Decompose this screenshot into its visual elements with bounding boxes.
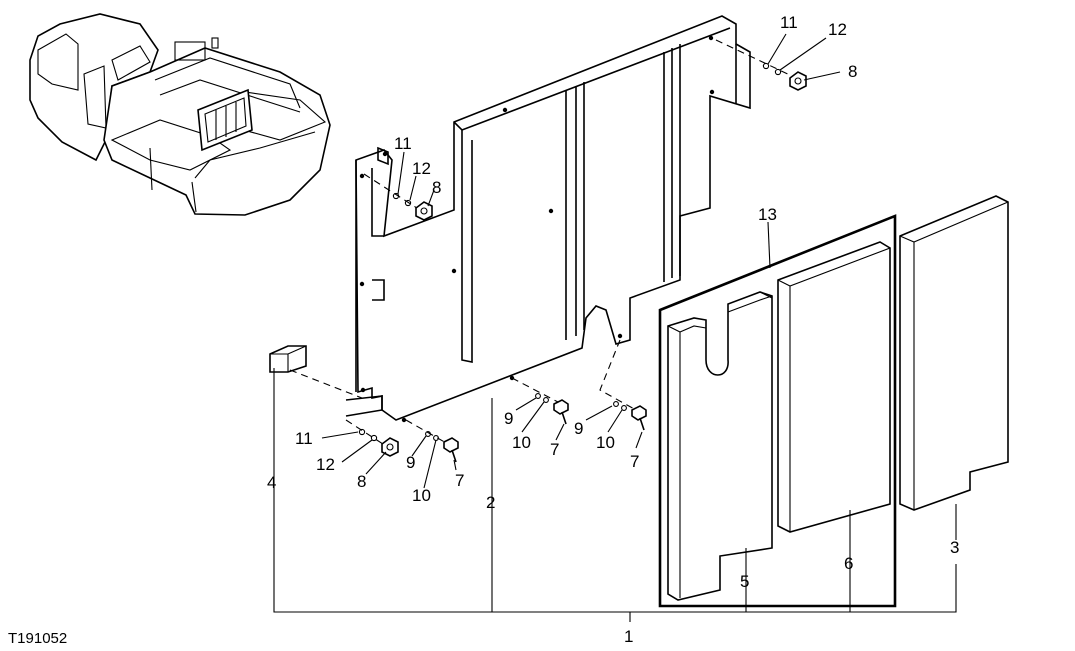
callout-1: 1: [624, 627, 633, 646]
callout-2: 2: [486, 493, 495, 512]
callout-12-lower-left: 12: [316, 455, 335, 474]
insulation-pad-part-5: [667, 291, 773, 601]
callout-10-a: 10: [412, 486, 431, 505]
nut-8-top-right: [789, 71, 807, 91]
callout-11-lower-left: 11: [295, 429, 313, 448]
callout-3: 3: [950, 538, 959, 557]
callout-6: 6: [844, 554, 853, 573]
callout-12-top-right: 12: [828, 20, 847, 39]
callout-11-top-right: 11: [780, 13, 798, 32]
figure-id: T191052: [8, 630, 67, 647]
rear-panel-bracket-part-2: [345, 15, 751, 423]
excavator-locator-illustration: [29, 13, 331, 216]
seal-frame-part-13: [658, 214, 897, 608]
leader-lines: [273, 33, 957, 622]
callout-9-b: 9: [504, 409, 513, 428]
callout-7-b: 7: [550, 440, 559, 459]
insulation-pad-part-3: [899, 195, 1009, 511]
callout-9-a: 9: [406, 453, 415, 472]
callout-labels: 1 2 3 4 5 6 13 11 12 8 11 12 8 11 12 8 9…: [8, 13, 959, 647]
callout-13: 13: [758, 205, 777, 224]
callout-8-top-right: 8: [848, 62, 857, 81]
callout-7-c: 7: [630, 452, 639, 471]
callout-4: 4: [267, 473, 276, 492]
callout-12-upper-left: 12: [412, 159, 431, 178]
callout-11-upper-left: 11: [394, 134, 412, 153]
spacer-block-part-4: [269, 345, 307, 373]
callout-5: 5: [740, 572, 749, 591]
callout-8-upper-left: 8: [432, 178, 441, 197]
hardware-fasteners: [289, 39, 807, 463]
callout-10-b: 10: [512, 433, 531, 452]
insulation-pad-part-6: [777, 241, 891, 533]
callout-10-c: 10: [596, 433, 615, 452]
callout-7-a: 7: [455, 471, 464, 490]
callout-9-c: 9: [574, 419, 583, 438]
callout-8-lower-left: 8: [357, 472, 366, 491]
